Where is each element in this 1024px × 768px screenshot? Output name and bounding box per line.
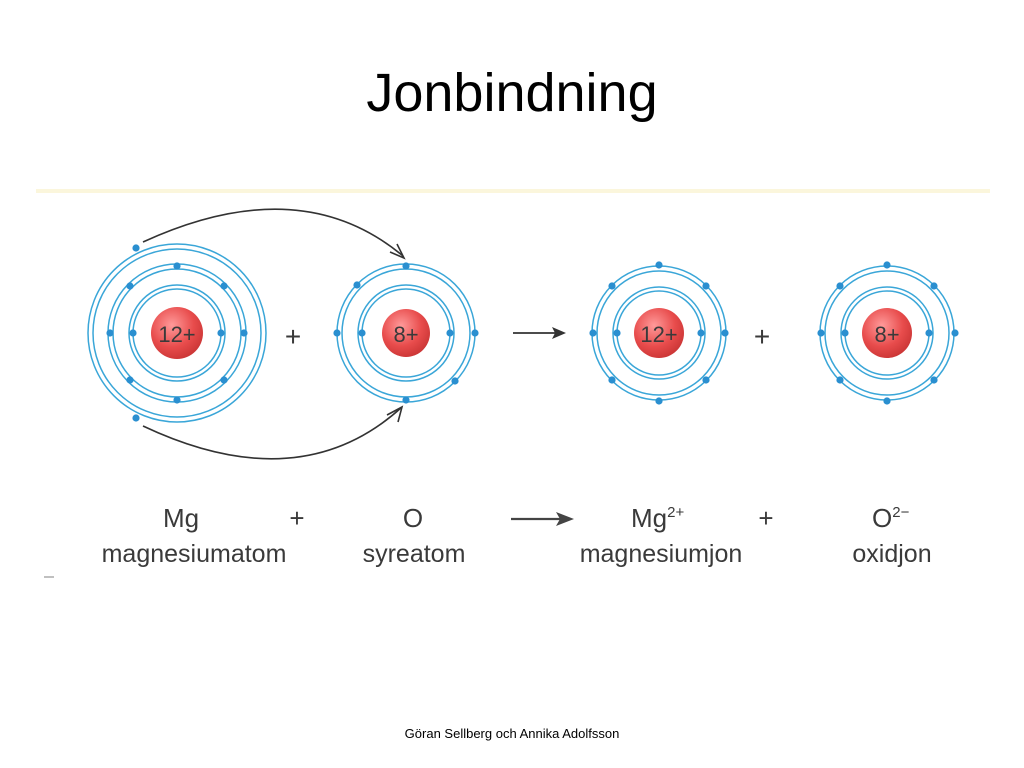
electron (883, 397, 891, 405)
electron (655, 397, 663, 405)
electron (402, 396, 410, 404)
electron (608, 376, 616, 384)
o-ion-electrons (817, 261, 959, 405)
shell-1-outline (357, 284, 455, 382)
o-ion-symbol: O2− (872, 503, 910, 533)
electron (702, 376, 710, 384)
electron (217, 329, 225, 337)
equation-arrow (511, 512, 574, 526)
mg-ion-electrons (589, 261, 729, 405)
mg-atom: 12+ (87, 243, 267, 423)
electron (836, 376, 844, 384)
mg-ion-nucleus-label: 12+ (640, 322, 677, 347)
o-atom-electrons (333, 262, 479, 404)
electron (925, 329, 933, 337)
electron (451, 377, 459, 385)
shell-2 (596, 270, 722, 396)
electron (173, 262, 181, 270)
reaction-arrow-head (552, 327, 566, 339)
electron (883, 261, 891, 269)
electron (353, 281, 361, 289)
electron (358, 329, 366, 337)
mg-ion: 12+ (589, 261, 729, 405)
mg-symbol: Mg (163, 503, 199, 533)
electron (173, 396, 181, 404)
electron (930, 376, 938, 384)
mg-atom-nucleus (151, 307, 203, 359)
electron (589, 329, 597, 337)
electron (132, 414, 140, 422)
electron (333, 329, 341, 337)
o-name: syreatom (363, 540, 466, 568)
mg-ion-symbol-text: Mg (631, 503, 667, 533)
o-ion-nucleus (862, 308, 912, 358)
equation-arrow-head (556, 512, 574, 526)
electron (608, 282, 616, 290)
electron-transfer-arrows (142, 208, 406, 460)
electron (930, 282, 938, 290)
electron (655, 261, 663, 269)
mg-atom-electrons (106, 244, 248, 422)
o-atom-nucleus-label: 8+ (393, 322, 418, 347)
electron (220, 376, 228, 384)
word-equation: Mg magnesiumatom + O syreatom Mg2+ magne… (102, 503, 932, 568)
shell-2 (824, 270, 950, 396)
shell-3 (92, 248, 262, 418)
mg-name: magnesiumatom (102, 540, 287, 568)
plus-sign: + (285, 321, 301, 352)
electron (402, 262, 410, 270)
o-ion-nucleus-label: 8+ (874, 322, 899, 347)
page-title: Jonbindning (366, 63, 658, 123)
electron (951, 329, 959, 337)
author-credit: Göran Sellberg och Annika Adolfsson (404, 726, 620, 741)
mg-ion-charge: 2+ (667, 504, 684, 521)
mg-ion-symbol: Mg2+ (631, 503, 684, 533)
mg-atom-nucleus-label: 12+ (158, 322, 195, 347)
electron (841, 329, 849, 337)
electron (106, 329, 114, 337)
o-ion-name: oxidjon (852, 540, 931, 568)
shell-1-outline (840, 286, 934, 380)
electron (129, 329, 137, 337)
o-symbol: O (403, 503, 423, 533)
o-ion-charge: 2− (892, 504, 909, 521)
electron (132, 244, 140, 252)
transfer-arrowhead-top (389, 243, 406, 260)
transfer-arrow-top (142, 208, 404, 257)
electron (613, 329, 621, 337)
reaction-arrow (513, 327, 566, 339)
shell-1-outline (128, 284, 226, 382)
electron (126, 376, 134, 384)
electron (702, 282, 710, 290)
electron (126, 282, 134, 290)
o-ion-symbol-text: O (872, 503, 892, 533)
electron (817, 329, 825, 337)
transfer-arrowhead-bottom (386, 405, 404, 423)
mg-ion-name: magnesiumjon (580, 540, 743, 568)
transfer-arrow-bottom (142, 406, 403, 460)
shell-3-outline (87, 243, 267, 423)
electron (446, 329, 454, 337)
o-atom-nucleus (382, 309, 430, 357)
electron (836, 282, 844, 290)
shell-1-outline (612, 286, 706, 380)
electron (721, 329, 729, 337)
electron (220, 282, 228, 290)
o-ion: 8+ (817, 261, 959, 405)
plus-sign: + (289, 503, 304, 533)
plus-sign: + (754, 321, 770, 352)
electron (697, 329, 705, 337)
electron (240, 329, 248, 337)
figure-top-band (36, 189, 990, 193)
electron (471, 329, 479, 337)
o-atom: 8+ (333, 262, 479, 404)
plus-sign: + (758, 503, 773, 533)
mg-ion-nucleus (634, 308, 684, 358)
